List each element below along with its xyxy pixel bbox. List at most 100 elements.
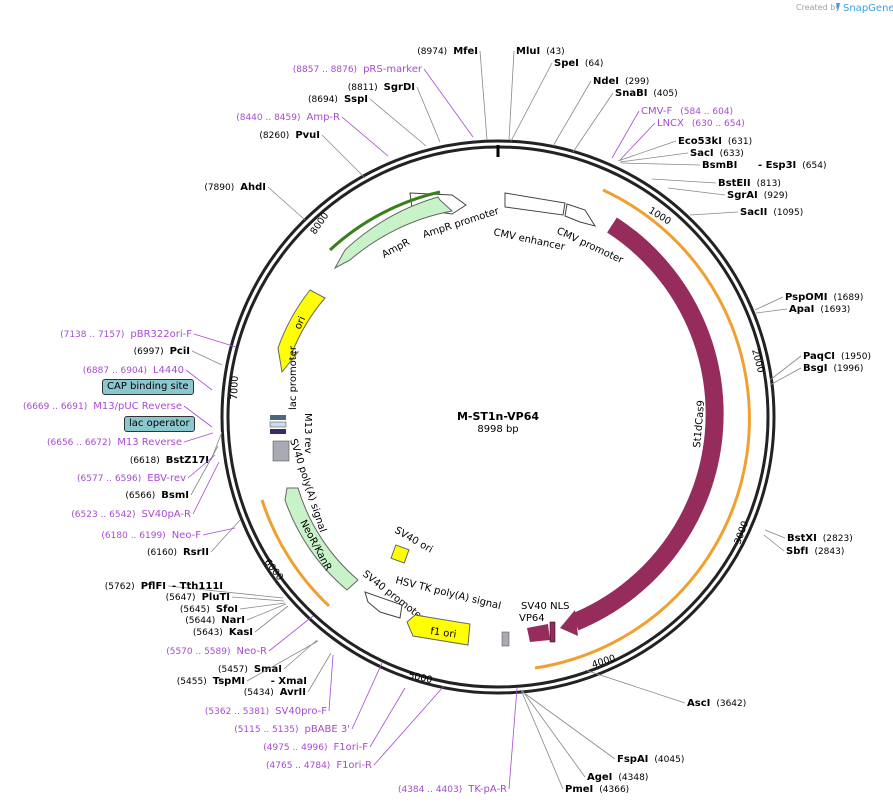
primer-leader-tk-pa-r <box>508 687 518 790</box>
primer-prs-marker-name: pRS-marker <box>363 64 423 75</box>
enzyme-sacii: SacII <box>740 207 767 218</box>
enzyme-esp3i: - Esp3I <box>758 160 796 171</box>
leader-eco53ki <box>617 140 677 162</box>
enzyme-eco53ki: Eco53kI <box>678 136 722 147</box>
primer-leader-cmv-f <box>611 110 640 159</box>
enzyme-pos-pvui: (8260) <box>259 131 289 141</box>
enzyme-pos-fspai: (4045) <box>654 755 684 765</box>
enzyme-pos-eco53ki: (631) <box>728 137 752 147</box>
enzyme-pos-pcii: (6997) <box>134 347 164 357</box>
primer-leader-m13-puc-reverse <box>183 405 213 428</box>
enzyme-pos-pflfi: (5762) <box>105 582 135 592</box>
enzyme-pos-mfei: (8974) <box>417 47 447 57</box>
hsv-tk-box <box>501 631 510 647</box>
enzyme-pos-pspomi: (1689) <box>833 293 863 303</box>
primer-l4440-name: L4440 <box>153 365 184 376</box>
enzyme-pos-sbfi: (2843) <box>814 547 844 557</box>
primer-tk-pa-r-range: (4384 .. 4403) <box>398 785 462 795</box>
lac-promoter-label: lac promoter <box>288 345 299 410</box>
leader-asci <box>584 669 686 704</box>
sv40-promoter-arrow <box>364 591 403 619</box>
enzyme-pos-sgrdi: (8811) <box>348 83 378 93</box>
leader-pcii <box>191 350 223 366</box>
leader-avrii <box>307 652 332 693</box>
enzyme-pos-bstxi: (2823) <box>823 534 853 544</box>
primer-pbabe-3-name: pBABE 3' <box>304 724 350 735</box>
primer-leader-l4440 <box>185 369 213 391</box>
enzyme-pos-esp3i: (654) <box>802 161 826 171</box>
ori-label: ori <box>293 315 308 331</box>
primer-tk-pa-r-name: TK-pA-R <box>467 784 507 795</box>
primer-cmv-f-name: CMV-F <box>641 106 672 117</box>
leader-sfoi <box>239 602 286 610</box>
leader-bsgi <box>769 367 802 386</box>
backbone-outer <box>220 139 776 695</box>
primer-pbr322ori-f-name: pBR322ori-F <box>130 329 192 340</box>
tick-7000: 7000 <box>229 376 241 401</box>
enzyme-pluti: PluTI <box>202 592 230 603</box>
st1dcas9-arrow <box>571 217 724 631</box>
f1-ori-label: f1 ori <box>430 626 457 641</box>
created-by-text: Created by <box>796 3 840 12</box>
snapgene-brand: SnapGene <box>843 3 893 14</box>
leader-pluti <box>231 596 285 602</box>
enzyme-bsteii: BstEII <box>718 178 751 189</box>
enzyme-bstxi: BstXI <box>787 533 817 544</box>
enzyme-sbfi: SbfI <box>786 546 808 557</box>
enzyme-kasi: KasI <box>229 627 253 638</box>
primer-leader-sv40pa-r <box>192 461 220 515</box>
leader-snabi <box>572 92 614 153</box>
leader-ahdi <box>267 186 306 221</box>
primer-m13-reverse-name: M13 Reverse <box>117 437 182 448</box>
cap-binding-site-box: CAP binding site <box>102 379 194 395</box>
tick-5000: 5000 <box>407 670 433 686</box>
primer-leader-lncx <box>619 122 656 161</box>
enzyme-asci: AscI <box>687 698 710 709</box>
enzyme-pos-smai: (5457) <box>218 665 248 675</box>
enzyme-pos-snabi: (405) <box>653 89 677 99</box>
enzyme-spei: SpeI <box>554 58 579 69</box>
leader-sacii <box>689 211 739 216</box>
lac-operator-box: lac operator <box>124 416 195 432</box>
enzyme-pos-asci: (3642) <box>716 699 746 709</box>
primer-leader-neo-f <box>202 527 236 536</box>
enzyme-avrii: AvrII <box>280 687 306 698</box>
enzyme-sgrdi: SgrDI <box>384 82 415 93</box>
enzyme-pcii: PciI <box>170 346 190 357</box>
primer-f1ori-r-range: (4765 .. 4784) <box>266 761 330 771</box>
leader-spei <box>510 62 553 142</box>
sv40-ori-box <box>390 544 410 564</box>
enzyme-sfoi: SfoI <box>216 604 238 615</box>
cmv-enhancer-arrow <box>504 192 566 216</box>
leader-sspi <box>369 98 427 147</box>
enzyme-pos-rsrii: (6160) <box>147 548 177 558</box>
enzyme-mfei: MfeI <box>453 46 478 57</box>
primer-f1ori-f-range: (4975 .. 4996) <box>263 743 327 753</box>
tick-2000: 2000 <box>749 348 766 374</box>
enzyme-rsrii: RsrII <box>183 547 209 558</box>
ampr-label: AmpR <box>380 237 412 261</box>
enzyme-fspai: FspAI <box>617 754 648 765</box>
enzyme-mlui: MluI <box>516 46 540 57</box>
enzyme-agei: AgeI <box>587 772 612 783</box>
primer-cmv-f-range: (584 .. 604) <box>680 107 733 117</box>
primer-leader-f1ori-r <box>373 685 445 766</box>
primer-amp-r-name: Amp-R <box>307 112 341 123</box>
enzyme-pos-agei: (4348) <box>618 773 648 783</box>
leader-ndei <box>552 80 592 147</box>
lac-box-2 <box>269 421 287 428</box>
sv40-nls-label: SV40 NLS <box>521 601 570 612</box>
ori-arrow <box>277 289 326 374</box>
primer-m13-reverse-range: (6656 .. 6672) <box>47 438 111 448</box>
primer-ebv-rev-range: (6577 .. 6596) <box>77 474 141 484</box>
enzyme-pos-sfoi: (5645) <box>180 605 210 615</box>
enzyme-bsmbi: BsmBI <box>702 160 737 171</box>
neor-arrow <box>284 487 359 591</box>
leader-apai <box>755 308 788 314</box>
primer-leader-m13-reverse <box>183 432 214 443</box>
primer-leader-pbabe-3 <box>351 662 383 730</box>
enzyme-ahdi: AhdI <box>240 182 266 193</box>
primer-prs-marker-range: (8857 .. 8876) <box>293 65 357 75</box>
enzyme-pos-bsteii: (813) <box>757 179 781 189</box>
ampr-arrow <box>333 196 454 270</box>
